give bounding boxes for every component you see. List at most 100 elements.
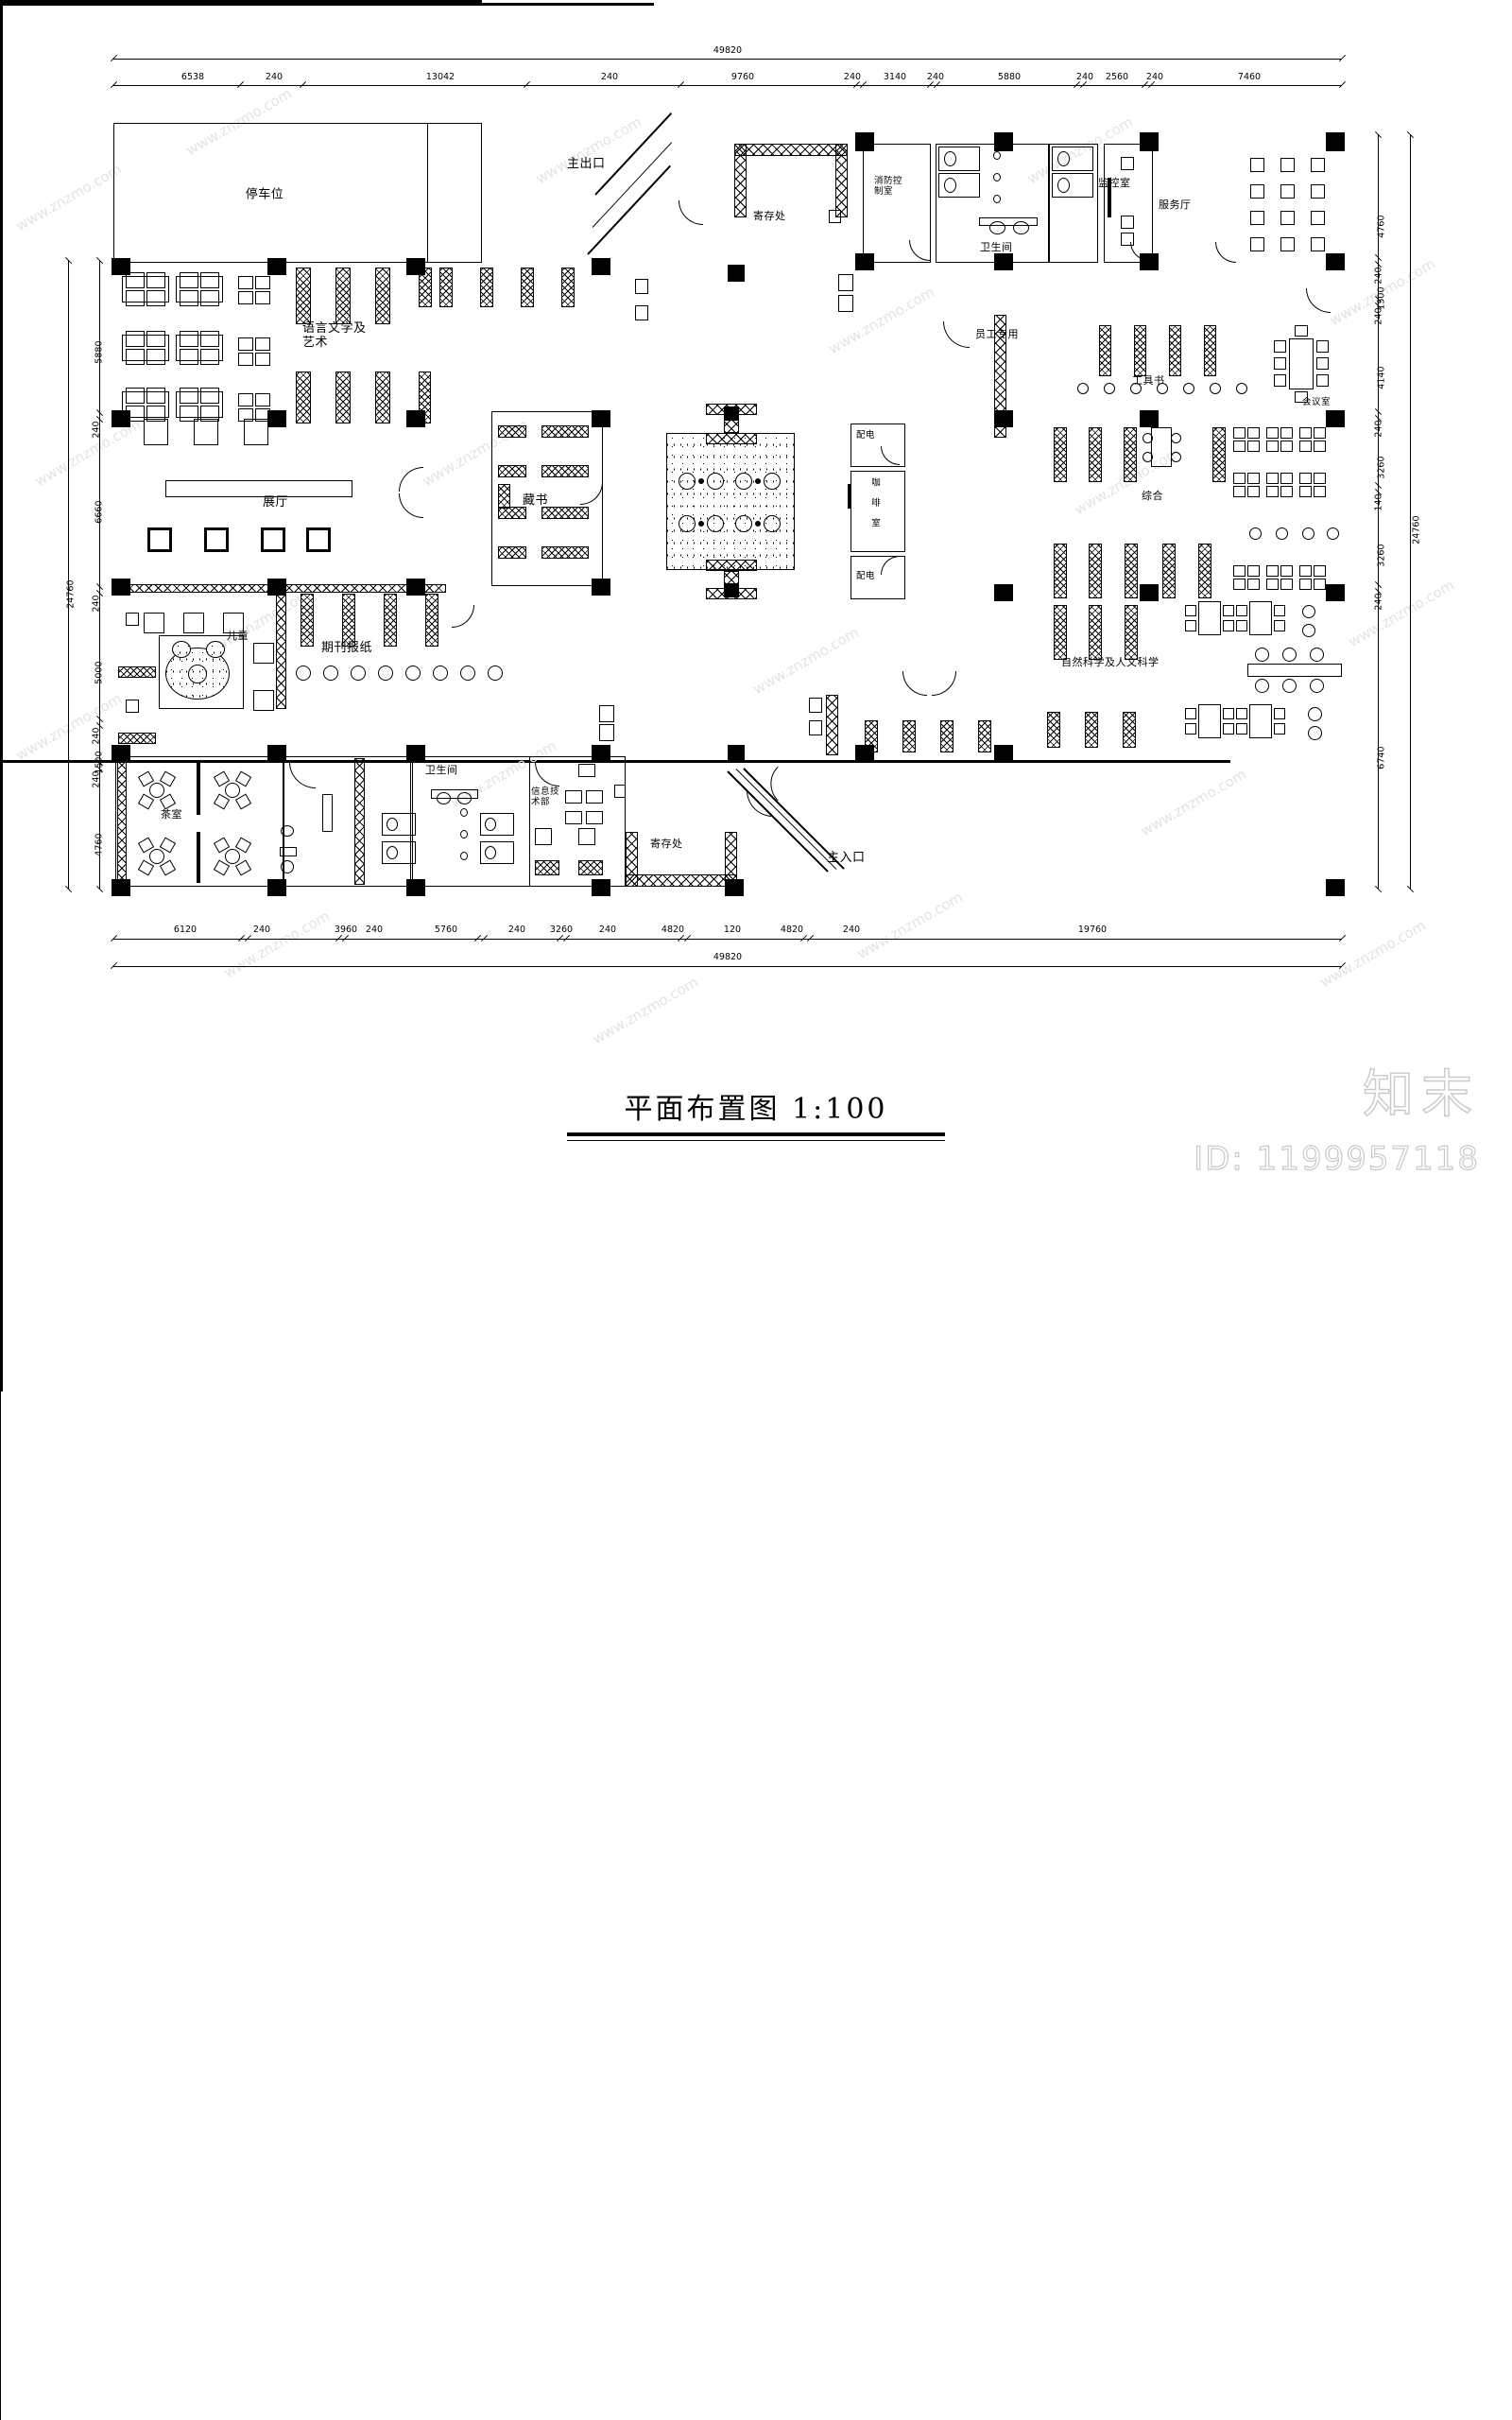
bookshelf (902, 720, 916, 752)
dim-right-seg: 4760 (1376, 215, 1387, 238)
room-label-general-collection: 综合 (1142, 490, 1163, 502)
bookshelf (1089, 605, 1102, 660)
dim-top-seg: 5880 (997, 72, 1022, 82)
exhibit-pedestal (306, 527, 331, 552)
tree-icon (735, 515, 752, 532)
bookshelf (1054, 427, 1067, 482)
room-label-natural-science-humanities: 自然科学及人文科学 (1061, 656, 1160, 668)
bookshelf (498, 484, 510, 509)
bookshelf (1054, 544, 1067, 598)
building-envelope (0, 0, 1230, 1392)
dim-top-seg: 9760 (730, 72, 755, 82)
tree-icon (735, 473, 752, 490)
dim-left-seg: 240 (91, 770, 102, 788)
tree-icon (707, 515, 724, 532)
room-label-exhibition-hall: 展厅 (263, 495, 289, 510)
bookshelf (296, 268, 311, 324)
dim-left-seg: 5880 (94, 340, 105, 364)
bookshelf (384, 594, 397, 647)
dim-right-overall-value: 24760 (1411, 515, 1422, 544)
dim-left-overall-value: 24760 (65, 579, 77, 609)
bookshelf (1124, 427, 1137, 482)
dim-top-seg: 240 (1075, 72, 1094, 82)
bookshelf (375, 372, 390, 424)
bookshelf (335, 372, 351, 424)
bookshelf (335, 268, 351, 324)
dim-bot-seg: 240 (252, 925, 271, 935)
exhibit-pedestal (261, 527, 285, 552)
room-label-periodicals-newspapers: 期刊报纸 (321, 641, 373, 655)
bookshelf (1169, 325, 1181, 376)
bookshelf (498, 465, 526, 477)
bookshelf (498, 507, 526, 519)
dim-right-seg: 240 (1373, 267, 1384, 285)
dim-bottom-overall-value: 49820 (713, 952, 743, 962)
room-label-reference-books: 工具书 (1132, 374, 1165, 387)
dim-bot-seg: 3960 (334, 925, 358, 935)
dim-right-seg: 6740 (1376, 746, 1387, 769)
bookshelf (1089, 544, 1102, 598)
dim-top-overall-value: 49820 (713, 45, 743, 56)
dim-top-seg: 240 (1145, 72, 1164, 82)
room-label-main-entrance: 主入口 (827, 851, 866, 865)
watermark-id: ID: 1199957118 (1194, 1139, 1480, 1178)
room-label-monitoring: 监控室 (1098, 177, 1131, 189)
room-label-storage-south: 寄存处 (650, 838, 683, 850)
dim-right-seg: 240 (1373, 307, 1384, 325)
dim-top-seg: 240 (600, 72, 619, 82)
dim-bot-seg: 4820 (780, 925, 804, 935)
dim-right-seg: 140 (1373, 493, 1384, 511)
dim-left-seg: 240 (91, 595, 102, 613)
room-label-service-hall: 服务厅 (1159, 199, 1192, 211)
bookshelf (541, 546, 589, 559)
room-label-parking: 停车位 (245, 187, 284, 202)
exhibit-pedestal (204, 527, 229, 552)
bookshelf (118, 666, 156, 678)
dim-right-seg: 3260 (1376, 456, 1387, 479)
tree-icon (764, 473, 781, 490)
dim-bot-seg: 240 (365, 925, 384, 935)
dim-bot-seg: 240 (507, 925, 526, 935)
room-label-restroom-north: 卫生间 (980, 241, 1013, 253)
tree-icon (707, 473, 724, 490)
bookshelf (419, 268, 432, 307)
watermark-brand: 知末 (1362, 1063, 1480, 1124)
floor-plan-drawing: www.znzmo.com www.znzmo.com www.znzmo.co… (0, 0, 1480, 2420)
room-label-it-department: 信息技 术部 (531, 786, 560, 807)
room-label-fire-control: 消防控 制室 (874, 176, 903, 197)
dim-bot-seg: 4820 (661, 925, 685, 935)
bookshelf (1089, 427, 1102, 482)
bookshelf (1099, 325, 1111, 376)
room-label-cafe: 咖 啡 室 (869, 477, 880, 527)
dim-right-seg: 1500 (1376, 286, 1387, 310)
bookshelf (1204, 325, 1216, 376)
dim-bot-seg: 3260 (549, 925, 574, 935)
drawing-title: 平面布置图 1:100 (624, 1093, 888, 1126)
exhibit-counter (165, 480, 352, 497)
dim-bot-seg: 240 (598, 925, 617, 935)
tree-icon (764, 515, 781, 532)
dim-bot-seg: 19760 (1077, 925, 1108, 935)
bookshelf (1054, 605, 1067, 660)
dim-top-seg: 240 (843, 72, 862, 82)
bookshelf (439, 268, 453, 307)
bookshelf (425, 594, 438, 647)
bookshelf (375, 268, 390, 324)
drawing-title-block: 平面布置图 1:100 (567, 1085, 945, 1141)
bookshelf (541, 507, 589, 519)
bookshelf (1198, 544, 1211, 598)
room-label-main-exit: 主出口 (567, 157, 606, 171)
dim-bot-seg: 120 (723, 925, 742, 935)
bookshelf (1125, 605, 1138, 660)
dim-left-seg: 6660 (94, 500, 105, 524)
bookshelf (1125, 544, 1138, 598)
room-label-electrical-south: 配电 (856, 571, 876, 581)
tree-icon (679, 515, 696, 532)
room-label-restroom-south: 卫生间 (425, 764, 458, 776)
dim-right-seg: 3260 (1376, 544, 1387, 567)
bookshelf (1134, 325, 1146, 376)
dim-top-seg: 7460 (1237, 72, 1262, 82)
dim-bot-seg: 240 (842, 925, 861, 935)
room-label-electrical-north: 配电 (856, 430, 876, 441)
bookshelf (978, 720, 991, 752)
